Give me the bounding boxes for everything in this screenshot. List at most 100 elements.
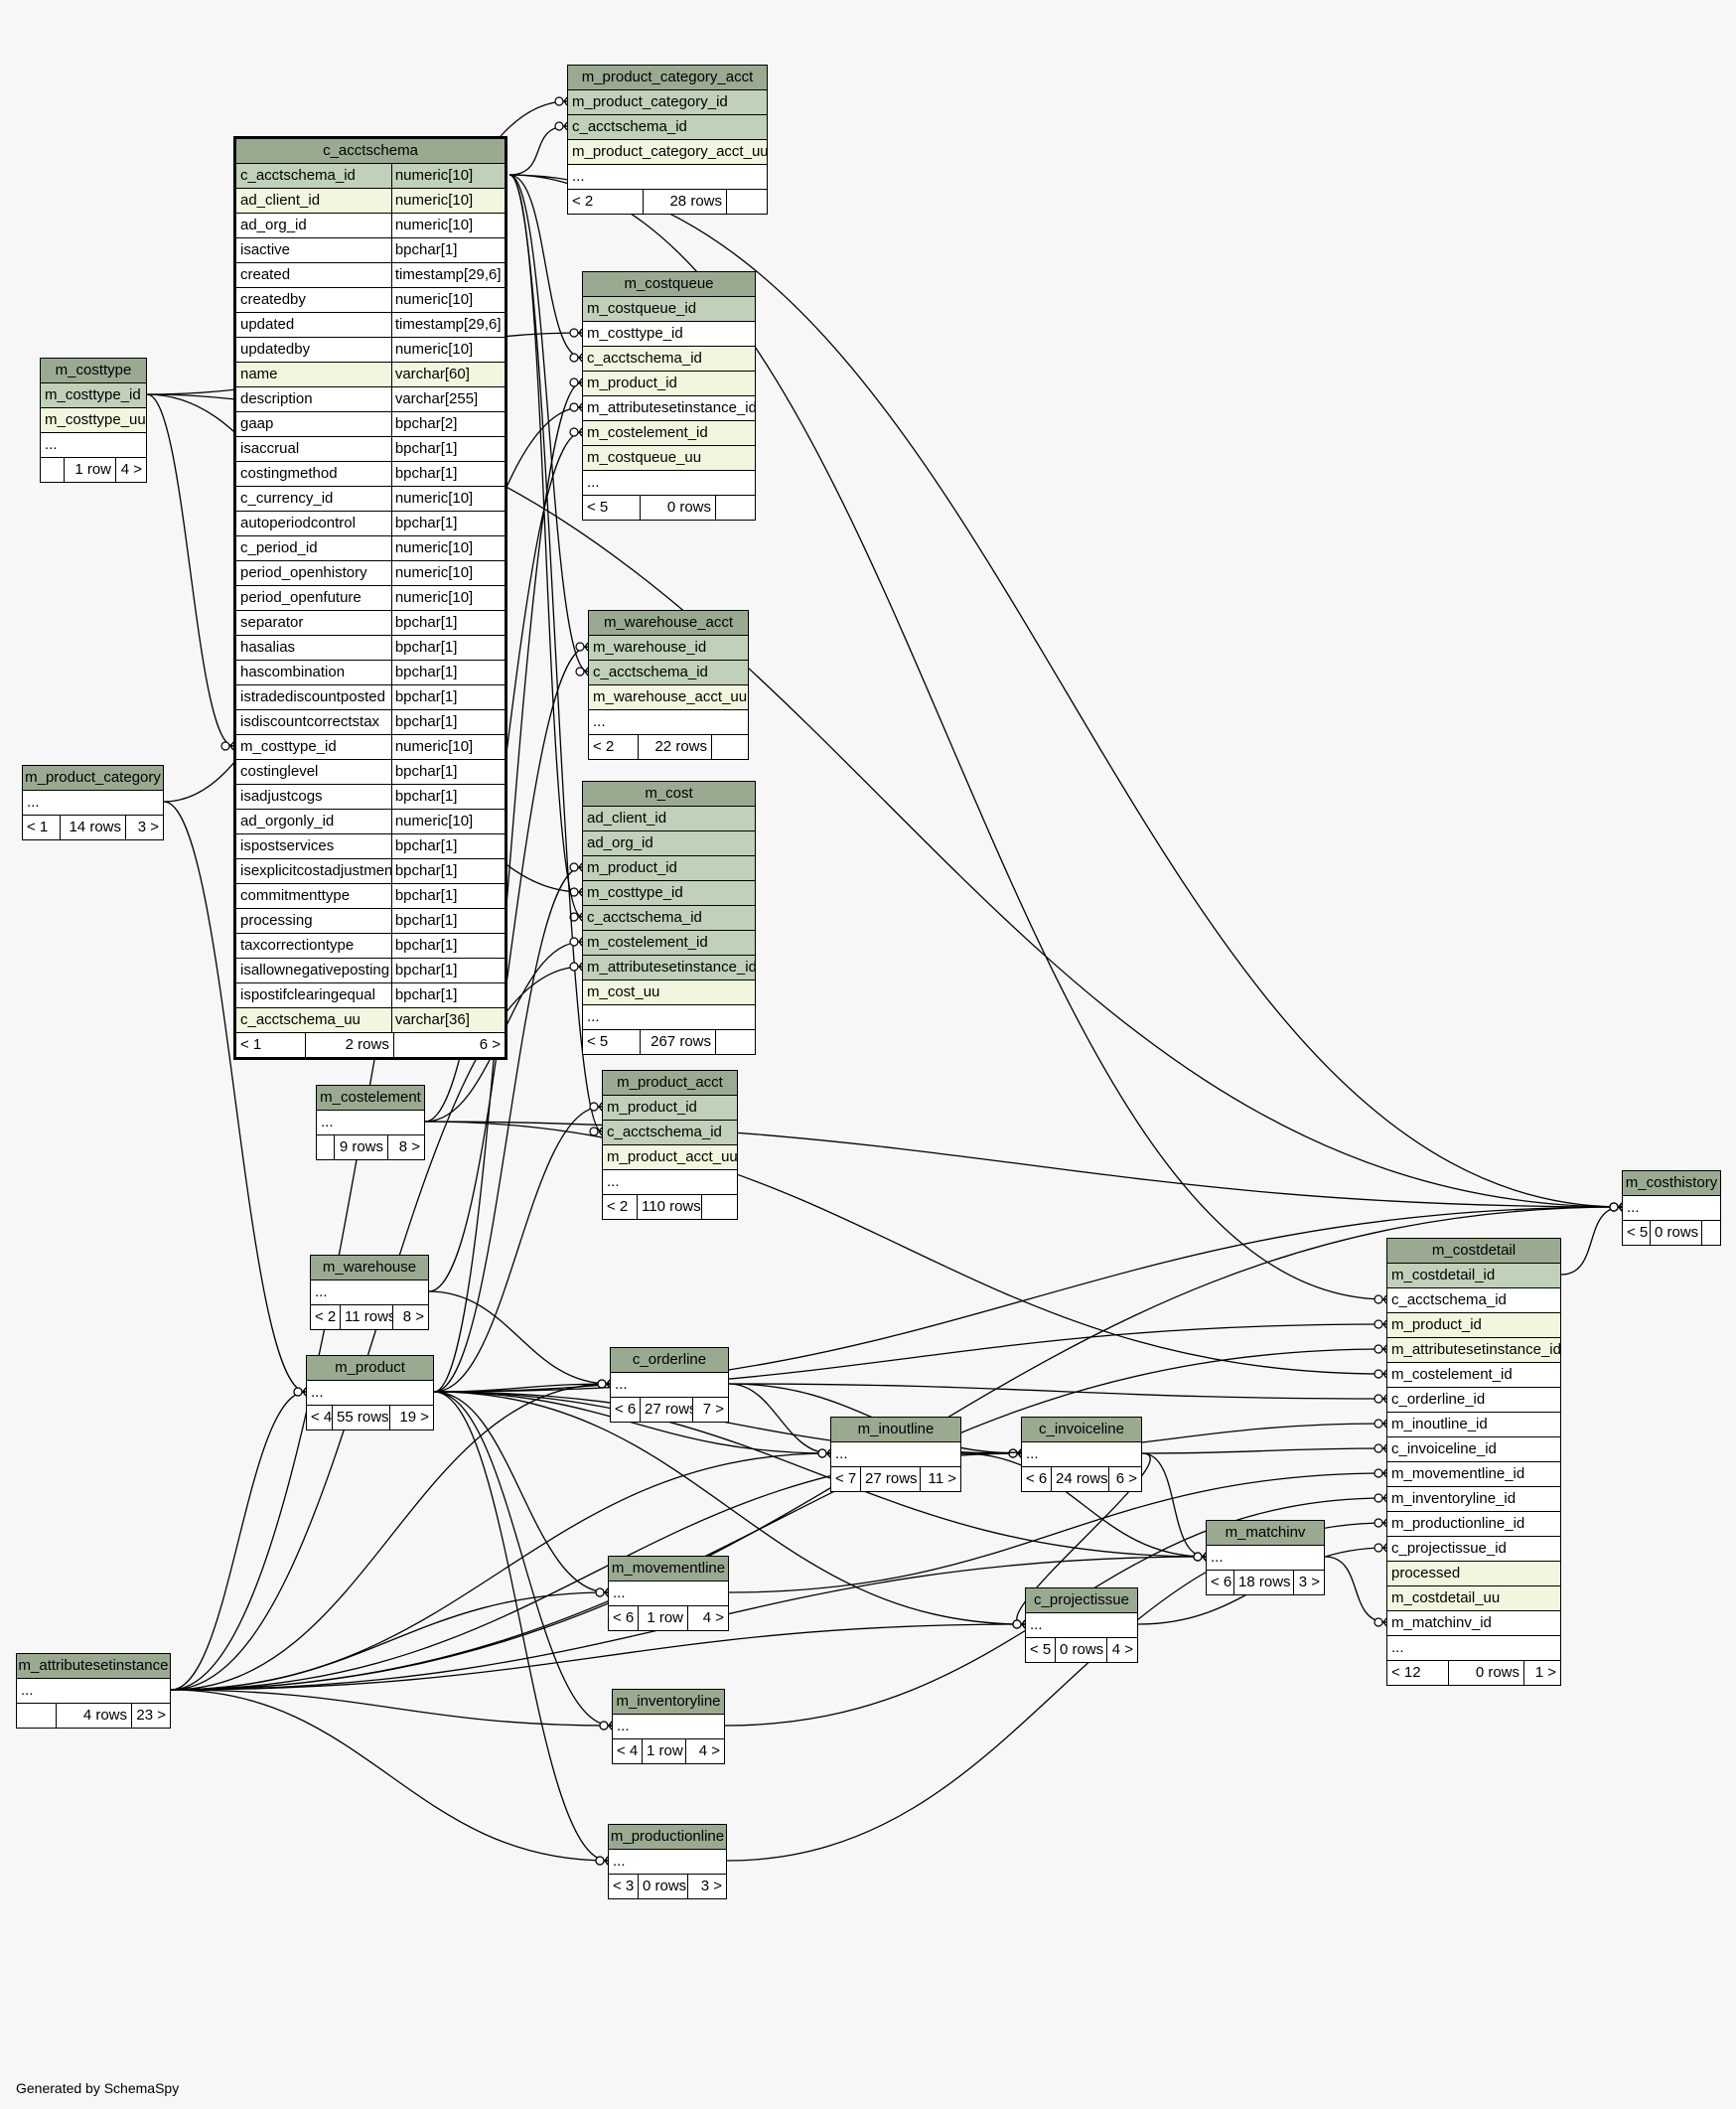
table-title[interactable]: c_acctschema	[236, 139, 505, 164]
more-columns-row[interactable]: ...	[317, 1111, 424, 1135]
column-row[interactable]: m_costelement_id	[583, 421, 755, 446]
table-title[interactable]: m_cost	[583, 782, 755, 807]
column-row[interactable]: m_costelement_id	[1387, 1363, 1560, 1388]
column-row[interactable]: m_product_id	[583, 856, 755, 881]
children-count[interactable]	[1702, 1221, 1720, 1245]
column-row[interactable]: m_attributesetinstance_id	[583, 956, 755, 980]
table-title[interactable]: m_product_category	[23, 766, 163, 791]
more-columns-row[interactable]: ...	[613, 1715, 724, 1739]
children-count[interactable]: 3 >	[1298, 1574, 1320, 1590]
column-row[interactable]: c_orderline_id	[1387, 1388, 1560, 1413]
column-row[interactable]: m_costtype_uu	[41, 408, 146, 433]
more-columns-row[interactable]: ...	[1022, 1442, 1141, 1467]
table-title[interactable]: m_warehouse_acct	[589, 611, 748, 636]
more-columns-row[interactable]: ...	[831, 1442, 960, 1467]
column-row[interactable]: m_warehouse_acct_uu	[589, 685, 748, 710]
children-count[interactable]: 6 >	[1115, 1470, 1137, 1487]
column-row[interactable]: m_product_id	[1387, 1313, 1560, 1338]
table-title[interactable]: m_movementline	[609, 1557, 728, 1582]
children-count[interactable]: 7 >	[702, 1401, 724, 1418]
table-title[interactable]: m_productionline	[609, 1825, 726, 1850]
children-count[interactable]: 4 >	[120, 461, 142, 478]
more-columns-row[interactable]: ...	[583, 1005, 755, 1030]
children-count[interactable]: 11 >	[928, 1470, 957, 1487]
column-row[interactable]: processed	[1387, 1562, 1560, 1586]
column-row[interactable]: c_acctschema_id	[1387, 1288, 1560, 1313]
more-columns-row[interactable]: ...	[311, 1280, 428, 1305]
table-title[interactable]: c_projectissue	[1026, 1588, 1137, 1613]
table-title[interactable]: m_product_category_acct	[568, 66, 767, 90]
table-title[interactable]: m_costelement	[317, 1086, 424, 1111]
parents-count[interactable]: < 2	[311, 1305, 341, 1329]
column-row[interactable]: m_costtype_id	[583, 322, 755, 347]
column-row[interactable]: m_matchinv_id	[1387, 1611, 1560, 1636]
column-row[interactable]: m_attributesetinstance_id	[1387, 1338, 1560, 1363]
more-columns-row[interactable]: ...	[1026, 1613, 1137, 1638]
parents-count[interactable]: < 4	[307, 1406, 333, 1430]
column-row[interactable]: m_costqueue_uu	[583, 446, 755, 471]
more-columns-row[interactable]: ...	[17, 1679, 170, 1704]
parents-count[interactable]: < 2	[568, 190, 644, 214]
column-row[interactable]: m_costqueue_id	[583, 297, 755, 322]
column-row[interactable]: m_inoutline_id	[1387, 1413, 1560, 1437]
more-columns-row[interactable]: ...	[603, 1170, 737, 1195]
column-row[interactable]: m_product_id	[583, 372, 755, 396]
more-columns-row[interactable]: ...	[41, 433, 146, 458]
children-count[interactable]	[716, 1030, 755, 1054]
children-count[interactable]	[712, 735, 748, 759]
children-count[interactable]	[716, 496, 755, 520]
parents-count[interactable]: < 2	[589, 735, 639, 759]
column-row[interactable]: m_movementline_id	[1387, 1462, 1560, 1487]
column-row[interactable]: m_warehouse_id	[589, 636, 748, 661]
parents-count[interactable]: < 6	[1022, 1467, 1052, 1491]
table-title[interactable]: c_orderline	[611, 1348, 728, 1373]
parents-count[interactable]: < 6	[1207, 1571, 1234, 1594]
column-row[interactable]: c_acctschema_id	[603, 1121, 737, 1145]
parents-count[interactable]: < 5	[583, 496, 641, 520]
column-row[interactable]: ad_client_id	[583, 807, 755, 831]
more-columns-row[interactable]: ...	[1387, 1636, 1560, 1661]
parents-count[interactable]: < 1	[23, 816, 61, 839]
column-row[interactable]: c_invoiceline_id	[1387, 1437, 1560, 1462]
more-columns-row[interactable]: ...	[589, 710, 748, 735]
parents-count[interactable]: < 4	[613, 1739, 643, 1763]
table-title[interactable]: m_product_acct	[603, 1071, 737, 1096]
table-title[interactable]: m_costtype	[41, 359, 146, 383]
column-row[interactable]: c_acctschema_id	[583, 347, 755, 372]
table-title[interactable]: m_inventoryline	[613, 1690, 724, 1715]
parents-count[interactable]: < 6	[609, 1606, 639, 1630]
parents-count[interactable]: < 5	[1623, 1221, 1651, 1245]
